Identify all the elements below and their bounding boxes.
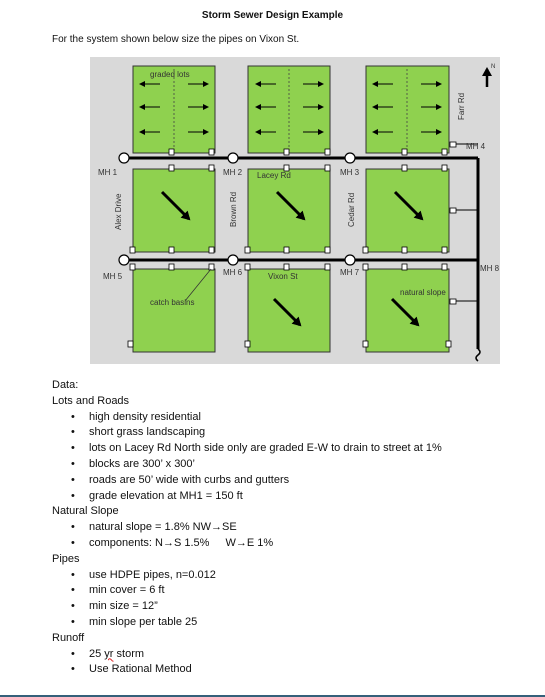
lots-heading: Lots and Roads [52,394,130,407]
pipes-list: use HDPE pipes, n=0.012 min cover = 6 ft… [52,568,442,631]
runoff-storm-prefix: 25 [89,647,105,660]
street-label-alex: Alex Drive [114,193,123,230]
street-label-farr: Farr Rd [457,93,466,120]
manholes [118,152,356,266]
list-item: high density residential [71,410,442,426]
lot-top-2 [247,65,331,154]
page-title: Storm Sewer Design Example [201,10,344,21]
manhole-label-3: MH 3 [340,168,360,177]
lot-mid-1 [132,168,216,253]
data-heading: Data: [52,379,79,391]
list-item: blocks are 300’ x 300’ [71,457,442,473]
list-item: grade elevation at MH1 = 150 ft [71,489,442,505]
lot-bottom-3 [365,268,450,353]
manhole-label-4: MH 4 [466,142,486,151]
list-item: 25 yr storm [71,647,442,663]
lot-top-1 [132,65,216,154]
footer-rule [0,695,545,697]
street-label-vixon: Vixon St [268,272,298,281]
list-item: short grass landscaping [71,425,442,441]
manhole-label-5: MH 5 [103,272,123,281]
lot-mid-2 [247,168,331,253]
manhole-label-7: MH 7 [340,268,360,277]
lot-bottom-1 [132,268,216,353]
lot-mid-3 [365,168,450,253]
sewer-pipes [124,156,481,362]
list-item: Use Rational Method [71,662,442,678]
manhole-label-8: MH 8 [480,264,500,273]
north-label: N [491,64,495,70]
graded-lots-label: graded lots [150,70,190,79]
manhole-label-2: MH 2 [223,168,243,177]
natural-slope-label: natural slope [400,288,446,297]
manhole-label-6: MH 6 [223,268,243,277]
pipes-heading: Pipes [52,552,80,565]
runoff-storm-suffix: storm [113,647,145,660]
list-item: min cover = 6 ft [71,583,442,599]
list-item: lots on Lacey Rd North side only are gra… [71,441,442,457]
list-item: min slope per table 25 [71,615,442,631]
street-label-brown: Brown Rd [229,192,238,227]
slope-components-ns: components: N→S 1.5% [89,536,210,549]
catch-basin-leader [184,268,212,302]
street-label-lacey: Lacey Rd [257,171,291,180]
list-item: components: N→S 1.5% W→E 1% [71,536,442,552]
manhole-label-1: MH 1 [98,168,118,177]
runoff-heading: Runoff [52,631,85,644]
lot-bottom-2 [247,268,331,353]
slope-components-we: W→E 1% [225,536,274,549]
lot-top-3 [365,65,450,154]
runoff-storm-unit: yr [104,647,114,660]
lots-list: high density residential short grass lan… [52,410,442,505]
list-item: natural slope = 1.8% NW→SE [71,520,442,536]
intro-text: For the system shown below size the pipe… [52,34,300,45]
site-map: graded lots catch basins natural slope M… [90,57,500,364]
slope-heading: Natural Slope [52,505,119,518]
data-section: Data: Lots and Roads high density reside… [52,378,442,678]
list-item: use HDPE pipes, n=0.012 [71,568,442,584]
list-item: min size = 12” [71,599,442,615]
list-item: roads are 50’ wide with curbs and gutter… [71,473,442,489]
street-label-cedar: Cedar Rd [347,193,356,227]
branch-lines [456,143,478,302]
runoff-list: 25 yr storm Use Rational Method [52,647,442,679]
catch-basins-label-1: catch basins [150,298,194,307]
slope-list: natural slope = 1.8% NW→SE components: N… [52,520,442,552]
